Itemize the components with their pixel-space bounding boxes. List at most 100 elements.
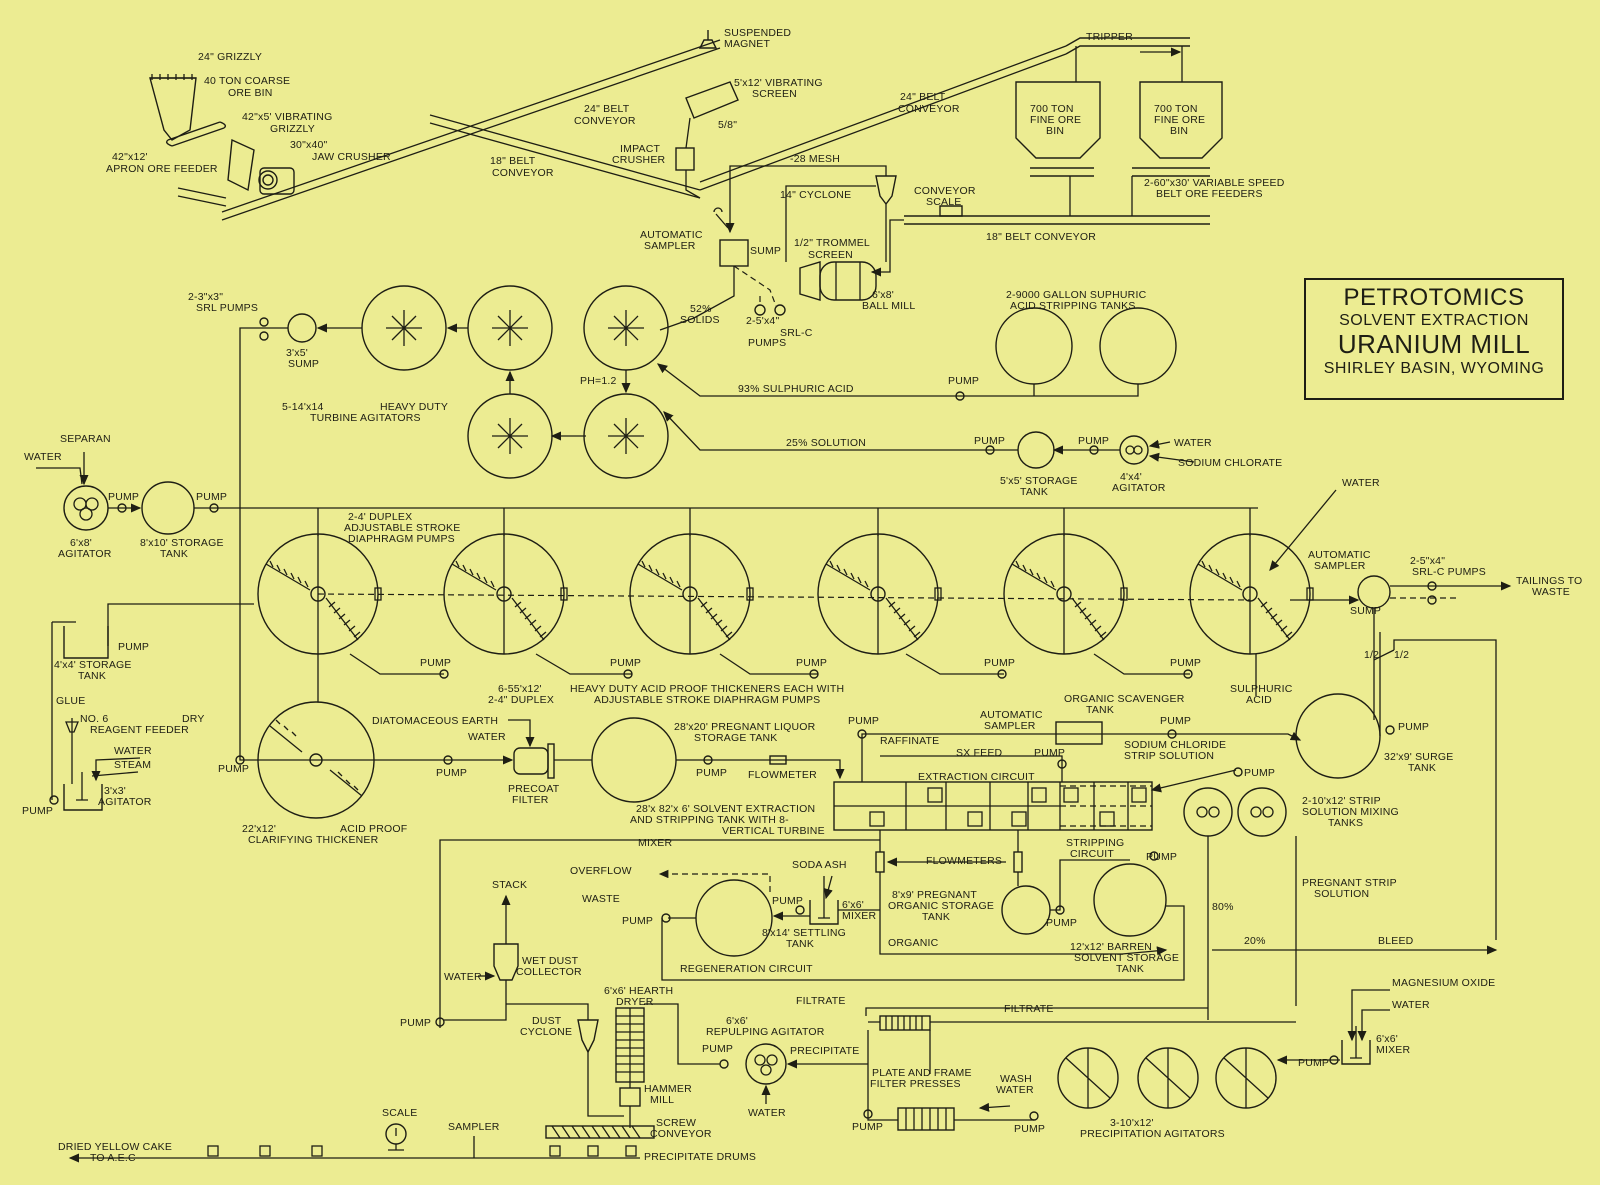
label-raffinate: RAFFINATE <box>880 735 939 747</box>
label-pump-sol-a: PUMP <box>974 435 1005 447</box>
flowmeter-b <box>1013 851 1023 873</box>
storage44-lines <box>51 603 240 800</box>
label-plate-2: FILTER PRESSES <box>870 1078 961 1090</box>
hammer-mill <box>619 1087 641 1107</box>
label-barren-2: SOLVENT STORAGE <box>1074 952 1179 964</box>
label-pump-sep-a: PUMP <box>108 491 139 503</box>
label-fine-bin-b-3: BIN <box>1170 125 1188 137</box>
ccd-returns <box>349 653 1190 675</box>
label-storage55-2: TANK <box>1020 486 1048 498</box>
precipitate-drums <box>207 1145 637 1157</box>
packaging-section <box>68 1123 655 1163</box>
title-location: SHIRLEY BASIN, WYOMING <box>1323 359 1545 377</box>
label-storage44-2: TANK <box>78 670 106 682</box>
dryer-feed <box>644 1003 720 1065</box>
label-wash-2: WATER <box>996 1084 1034 1096</box>
label-pump-raff: PUMP <box>848 715 879 727</box>
ball-mill <box>819 261 877 301</box>
label-pump-dust: PUMP <box>400 1017 431 1029</box>
vibrating-screen <box>685 81 739 119</box>
collector-out <box>444 980 507 1021</box>
press-pump-b <box>1029 1111 1039 1121</box>
label-dust-cyc-2: CYCLONE <box>520 1026 572 1038</box>
label-tripper: TRIPPER <box>1086 31 1133 43</box>
to-clarifier <box>239 604 319 761</box>
mixer-b-stir <box>1350 1026 1362 1059</box>
thickener-4 <box>817 533 1007 679</box>
label-yellowcake-1: DRIED YELLOW CAKE <box>58 1141 172 1153</box>
label-screen-1: 5'x12' VIBRATING <box>734 77 823 89</box>
turbine-agitator-5 <box>583 393 669 479</box>
settling-tank <box>695 879 773 957</box>
label-belt24b-2: CONVEYOR <box>898 103 960 115</box>
sump-3x5 <box>287 313 317 343</box>
raffinate-line <box>861 731 1302 782</box>
belt-24b <box>699 45 1067 191</box>
srlc-pump-a <box>754 304 766 316</box>
label-sump-mid: SUMP <box>1350 605 1381 617</box>
label-srlc-mid-2: SRL-C PUMPS <box>1412 566 1486 578</box>
acid-strip-tank-1 <box>995 307 1073 385</box>
sep-pump-a <box>117 503 127 513</box>
filter-press-b <box>897 1107 955 1131</box>
half-split <box>1373 608 1497 940</box>
label-trommel-2: SCREEN <box>808 249 853 261</box>
org-scavenger-tank <box>1055 721 1103 745</box>
label-sump-top: SUMP <box>750 245 781 257</box>
label-auto-sampler-sx-2: SAMPLER <box>984 720 1036 732</box>
label-extraction-circuit: EXTRACTION CIRCUIT <box>918 771 1035 783</box>
glue-pump <box>49 795 59 805</box>
preg-pump <box>703 755 713 765</box>
agit33-internals <box>71 736 88 801</box>
turbine-agitator-1 <box>361 285 447 371</box>
label-strip-mix-1: 2-10'x12' STRIP <box>1302 795 1381 807</box>
label-soda-ash: SODA ASH <box>792 859 847 871</box>
label-precip-agit-1: 3-10'x12' <box>1110 1117 1154 1129</box>
label-pump-t3: PUMP <box>796 657 827 669</box>
label-coarse-bin-1: 40 TON COARSE <box>204 75 290 87</box>
label-screw-2: CONVEYOR <box>650 1128 712 1140</box>
thickener-connections <box>317 489 1512 940</box>
label-conv-scale-1: CONVEYOR <box>914 185 976 197</box>
label-pump-glue: PUMP <box>22 805 53 817</box>
mixer-6x6-a <box>809 900 839 925</box>
label-wash-1: WASH <box>1000 1073 1032 1085</box>
label-strip-mix-2: SOLUTION MIXING <box>1302 806 1399 818</box>
label-half-a: 1/2 <box>1364 649 1379 661</box>
label-impact-1: IMPACT <box>620 143 660 155</box>
label-water-filter: WATER <box>468 731 506 743</box>
suspended-magnet <box>698 30 718 49</box>
trommel-screen <box>799 261 821 301</box>
label-nacl-2: STRIP SOLUTION <box>1124 750 1214 762</box>
label-pump-preg: PUMP <box>696 767 727 779</box>
label-pump-org: PUMP <box>1046 917 1077 929</box>
fine-ore-bin-a <box>1015 81 1101 159</box>
storage-4x4 <box>63 626 109 659</box>
srl-pump-a <box>259 317 269 327</box>
screw-conveyor <box>545 1125 655 1139</box>
label-water-dust: WATER <box>444 971 482 983</box>
sx-pump <box>1057 759 1067 769</box>
label-duplex-3: DIAPHRAGM PUMPS <box>348 533 455 545</box>
label-agit44-2: AGITATOR <box>1112 482 1166 494</box>
agitator-4x4 <box>1119 435 1149 465</box>
srlc-pump-b <box>774 304 786 316</box>
label-belt18a-2: CONVEYOR <box>492 167 554 179</box>
impact-crusher <box>675 147 695 171</box>
fm-lines <box>879 830 1122 955</box>
label-fine-bin-a-1: 700 TON <box>1030 103 1074 115</box>
cyclone-14 <box>875 175 897 206</box>
turbine-agitator-3 <box>583 285 669 371</box>
label-pump-storage44: PUMP <box>118 641 149 653</box>
label-pump-t4: PUMP <box>984 657 1015 669</box>
label-magnet-2: MAGNET <box>724 38 771 50</box>
label-vib-grizzly-2: GRIZZLY <box>270 123 315 135</box>
strip-mix-tank-1 <box>1183 787 1233 837</box>
label-stripping-2: CIRCUIT <box>1070 848 1114 860</box>
label-conv-scale-2: SCALE <box>926 196 961 208</box>
label-org-scav-1: ORGANIC SCAVENGER <box>1064 693 1185 705</box>
label-regen: REGENERATION CIRCUIT <box>680 963 813 975</box>
filtrate-lines <box>865 1007 1296 1023</box>
storage-8x10 <box>141 481 195 535</box>
surge-pump <box>1385 725 1395 735</box>
